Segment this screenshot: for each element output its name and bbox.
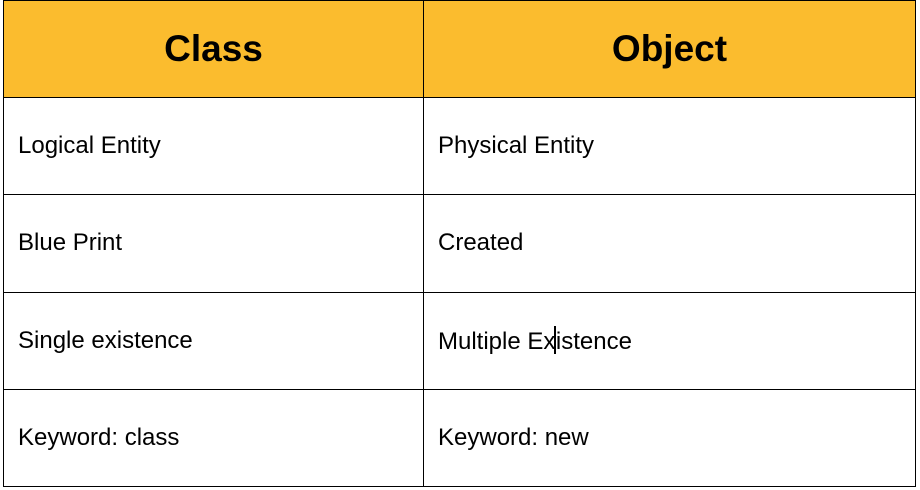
comparison-table: Class Object Logical Entity Physical Ent… <box>3 0 916 488</box>
table-row: Logical Entity Physical Entity <box>3 96 916 196</box>
cell-class[interactable]: Keyword: class <box>3 388 424 488</box>
cell-object[interactable]: Physical Entity <box>423 96 916 196</box>
cell-text-after-cursor: istence <box>555 327 632 355</box>
table-row: Keyword: class Keyword: new <box>3 388 916 488</box>
cell-object[interactable]: Multiple Existence <box>423 291 916 390</box>
cell-object[interactable]: Created <box>423 194 916 293</box>
cell-class[interactable]: Blue Print <box>3 194 424 293</box>
header-object: Object <box>423 0 916 98</box>
header-row: Class Object <box>3 0 916 98</box>
cell-class[interactable]: Single existence <box>3 291 424 390</box>
cell-class[interactable]: Logical Entity <box>3 96 424 196</box>
table-row: Blue Print Created <box>3 194 916 293</box>
header-class: Class <box>3 0 424 98</box>
cell-text-before-cursor: Multiple Ex <box>438 327 556 355</box>
table-row: Single existence Multiple Existence <box>3 291 916 390</box>
cell-object[interactable]: Keyword: new <box>423 388 916 488</box>
text-cursor <box>554 325 556 354</box>
